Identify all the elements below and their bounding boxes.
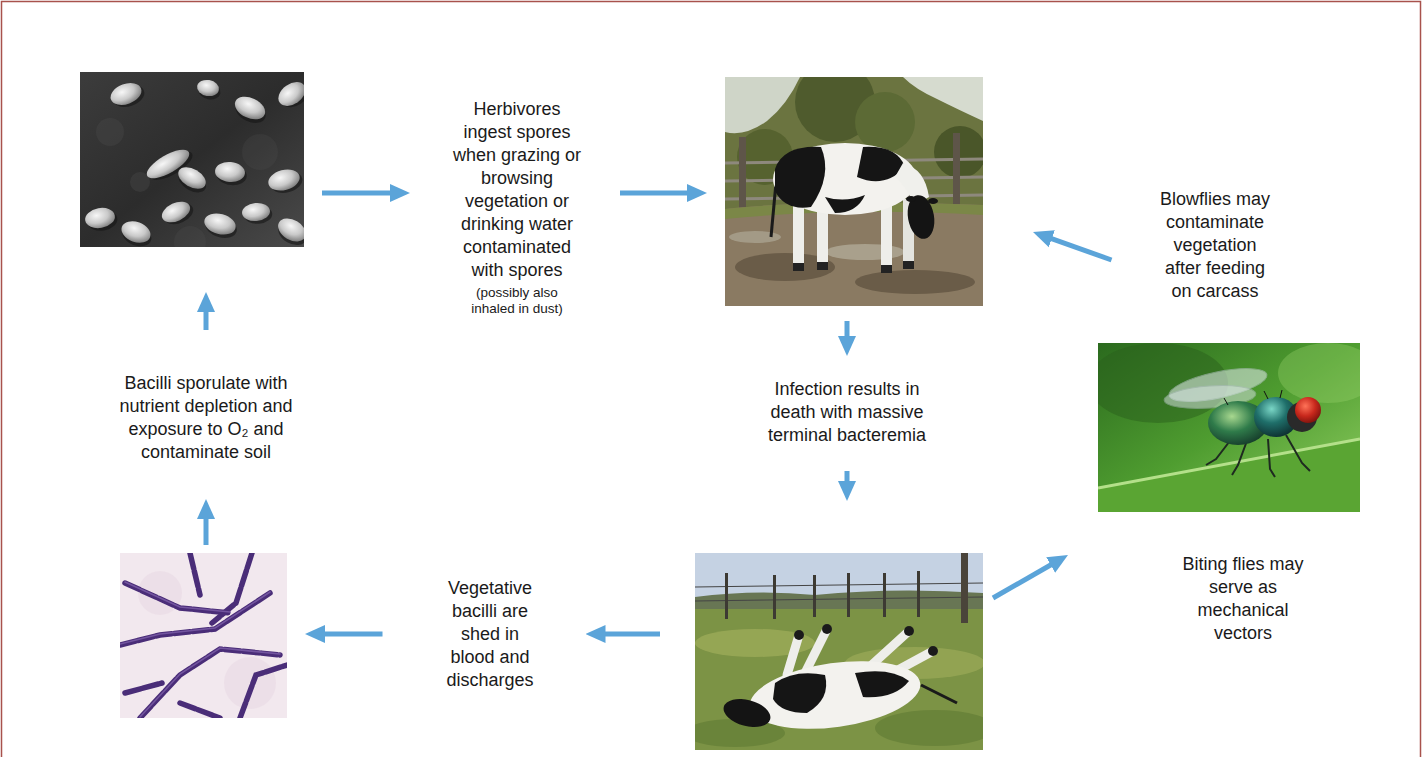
spore-micrograph <box>80 72 313 258</box>
flow-arrow <box>315 632 383 637</box>
blowfly-photo <box>1088 343 1378 512</box>
flow-arrow <box>204 509 209 545</box>
flow-arrow <box>620 191 697 196</box>
flow-arrow <box>322 191 400 196</box>
step-text-block: Vegetative bacilli are shed in blood and… <box>442 577 539 692</box>
photo-frame <box>120 553 287 718</box>
photo-frame <box>695 553 983 750</box>
step-text: Biting flies may serve as mechanical vec… <box>1176 553 1311 645</box>
photo-frame <box>725 77 983 306</box>
flow-arrow <box>204 302 209 330</box>
step-text-block: Blowflies may contaminate vegetation aft… <box>1157 188 1274 303</box>
photo-frame <box>80 72 304 247</box>
flow-arrow <box>596 632 661 637</box>
step-text-block: Biting flies may serve as mechanical vec… <box>1176 553 1311 645</box>
step-text-block: Herbivores ingest spores when grazing or… <box>450 98 584 317</box>
step-text: Herbivores ingest spores when grazing or… <box>450 98 584 282</box>
flow-arrow <box>993 560 1059 598</box>
cow-photo <box>725 62 986 306</box>
bacilli-micrograph <box>120 553 287 718</box>
step-text: Bacilli sporulate with nutrient depletio… <box>111 372 301 464</box>
step-text-block: Bacilli sporulate with nutrient depletio… <box>111 372 301 464</box>
flow-arrow <box>1042 235 1111 260</box>
note-text: (possibly also inhaled in dust) <box>462 285 572 317</box>
step-text: Vegetative bacilli are shed in blood and… <box>442 577 539 692</box>
carcass-photo <box>685 553 995 750</box>
flow-arrow <box>845 321 850 346</box>
step-text: Infection results in death with massive … <box>760 378 935 447</box>
step-text: Blowflies may contaminate vegetation aft… <box>1157 188 1274 303</box>
photo-frame <box>1098 343 1360 512</box>
flow-arrow <box>845 471 850 491</box>
step-text-block: Infection results in death with massive … <box>760 378 935 447</box>
